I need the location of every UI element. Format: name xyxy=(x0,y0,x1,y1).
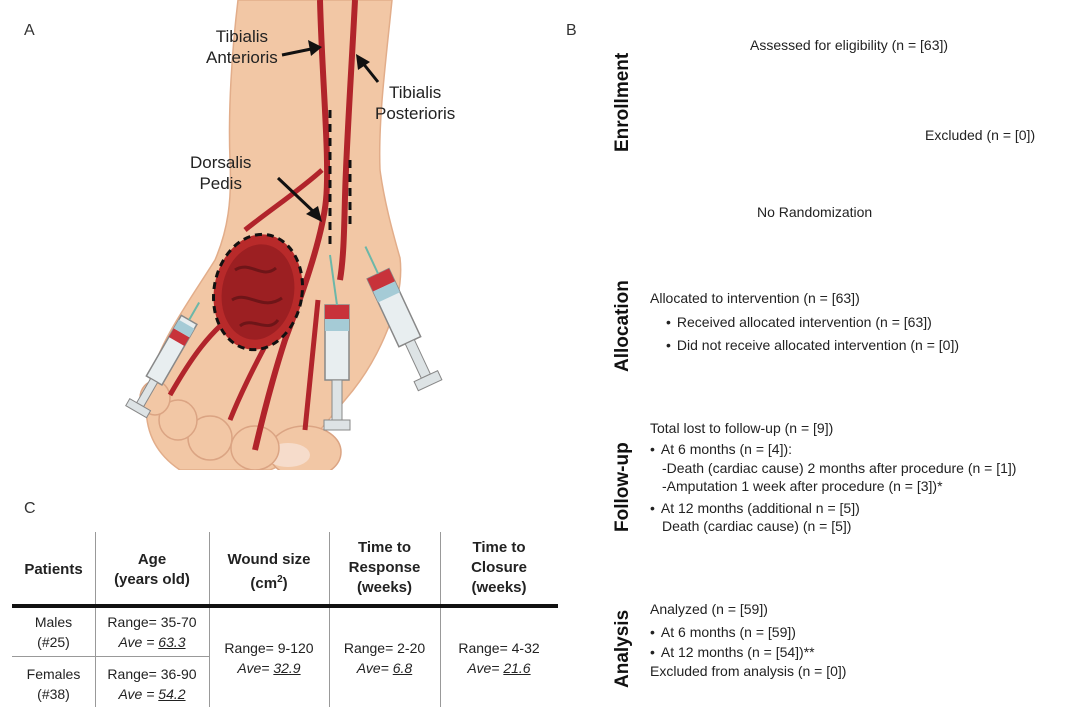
header-line: (years old) xyxy=(95,570,209,590)
header-line: Response xyxy=(329,558,440,578)
followup-death-6: -Death (cardiac cause) 2 months after pr… xyxy=(662,459,1016,477)
cell-range: Range= 9-120 xyxy=(209,638,329,658)
cell-females-age: Range= 36-90 Ave = 54.2 xyxy=(95,664,209,704)
foot-illustration xyxy=(90,0,490,470)
excluded-text: Excluded (n = [0]) xyxy=(925,126,1035,144)
header-line: (weeks) xyxy=(440,578,558,598)
ave-value: 54.2 xyxy=(158,686,185,702)
header-part: (cm xyxy=(250,575,277,592)
header-line: Closure xyxy=(440,558,558,578)
cell-range: Range= 36-90 xyxy=(95,664,209,684)
stage-followup: Follow-up xyxy=(612,442,634,532)
cell-ave: Ave= 6.8 xyxy=(329,658,440,678)
header-wound-size: Wound size (cm2) xyxy=(209,550,329,594)
label-tibialis-posterioris: Tibialis Posterioris xyxy=(375,82,455,124)
cell-line: (#25) xyxy=(12,632,95,652)
header-line: Age xyxy=(95,550,209,570)
cell-wound-size: Range= 9-120 Ave= 32.9 xyxy=(209,638,329,678)
followup-amputation: -Amputation 1 week after procedure (n = … xyxy=(662,477,943,495)
panel-a-letter: A xyxy=(24,22,35,40)
allocation-title: Allocated to intervention (n = [63]) xyxy=(650,289,860,307)
label-line: Pedis xyxy=(190,173,251,194)
stage-enrollment: Enrollment xyxy=(612,53,634,152)
followup-six-months: At 6 months (n = [4]): xyxy=(650,440,792,458)
label-line: Posterioris xyxy=(375,103,455,124)
row-label-males: Males (#25) xyxy=(12,612,95,652)
panel-c-letter: C xyxy=(24,500,36,518)
followup-death-12: Death (cardiac cause) (n = [5]) xyxy=(662,517,851,535)
row-label-females: Females (#38) xyxy=(12,664,95,704)
ave-label: Ave= xyxy=(357,660,393,676)
ave-label: Ave = xyxy=(118,686,158,702)
cell-males-age: Range= 35-70 Ave = 63.3 xyxy=(95,612,209,652)
label-line: Anterioris xyxy=(206,47,278,68)
cell-line: Males xyxy=(12,612,95,632)
ave-value: 21.6 xyxy=(503,660,530,676)
label-dorsalis-pedis: Dorsalis Pedis xyxy=(190,152,251,194)
header-line: Time to xyxy=(329,538,440,558)
cell-range: Range= 4-32 xyxy=(440,638,558,658)
allocation-received: Received allocated intervention (n = [63… xyxy=(666,313,932,331)
followup-title: Total lost to follow-up (n = [9]) xyxy=(650,419,833,437)
stage-allocation: Allocation xyxy=(612,280,634,372)
table-row-divider xyxy=(12,656,209,657)
summary-table: Patients Age (years old) Wound size (cm2… xyxy=(12,532,558,707)
cell-line: (#38) xyxy=(12,684,95,704)
label-line: Tibialis xyxy=(206,26,278,47)
cell-ave: Ave = 54.2 xyxy=(95,684,209,704)
cell-range: Range= 2-20 xyxy=(329,638,440,658)
header-time-response: Time to Response (weeks) xyxy=(329,538,440,598)
randomization-text: No Randomization xyxy=(757,203,872,221)
header-part: ) xyxy=(283,575,288,592)
ave-label: Ave = xyxy=(118,634,158,650)
panel-b-letter: B xyxy=(566,22,577,40)
header-line: (weeks) xyxy=(329,578,440,598)
label-line: Dorsalis xyxy=(190,152,251,173)
cell-line: Females xyxy=(12,664,95,684)
cell-time-closure: Range= 4-32 Ave= 21.6 xyxy=(440,638,558,678)
cell-time-response: Range= 2-20 Ave= 6.8 xyxy=(329,638,440,678)
assessed-text: Assessed for eligibility (n = [63]) xyxy=(750,36,948,54)
ave-label: Ave= xyxy=(237,660,273,676)
cell-range: Range= 35-70 xyxy=(95,612,209,632)
label-line: Tibialis xyxy=(375,82,455,103)
allocation-not-received: Did not receive allocated intervention (… xyxy=(666,336,959,354)
header-patients: Patients xyxy=(12,560,95,580)
header-line: Time to xyxy=(440,538,558,558)
header-time-closure: Time to Closure (weeks) xyxy=(440,538,558,598)
ave-value: 63.3 xyxy=(158,634,185,650)
analysis-excluded: Excluded from analysis (n = [0]) xyxy=(650,662,846,680)
ave-value: 6.8 xyxy=(393,660,412,676)
analysis-six-months: At 6 months (n = [59]) xyxy=(650,623,796,641)
header-line: (cm2) xyxy=(209,570,329,594)
stage-analysis: Analysis xyxy=(612,610,634,688)
table-header-rule xyxy=(12,604,558,608)
header-age: Age (years old) xyxy=(95,550,209,590)
ave-label: Ave= xyxy=(467,660,503,676)
cell-ave: Ave = 63.3 xyxy=(95,632,209,652)
analysis-title: Analyzed (n = [59]) xyxy=(650,600,768,618)
analysis-twelve-months: At 12 months (n = [54])** xyxy=(650,643,815,661)
cell-ave: Ave= 32.9 xyxy=(209,658,329,678)
ave-value: 32.9 xyxy=(273,660,300,676)
label-tibialis-anterioris: Tibialis Anterioris xyxy=(206,26,278,68)
followup-twelve-months: At 12 months (additional n = [5]) xyxy=(650,499,860,517)
cell-ave: Ave= 21.6 xyxy=(440,658,558,678)
header-line: Wound size xyxy=(209,550,329,570)
